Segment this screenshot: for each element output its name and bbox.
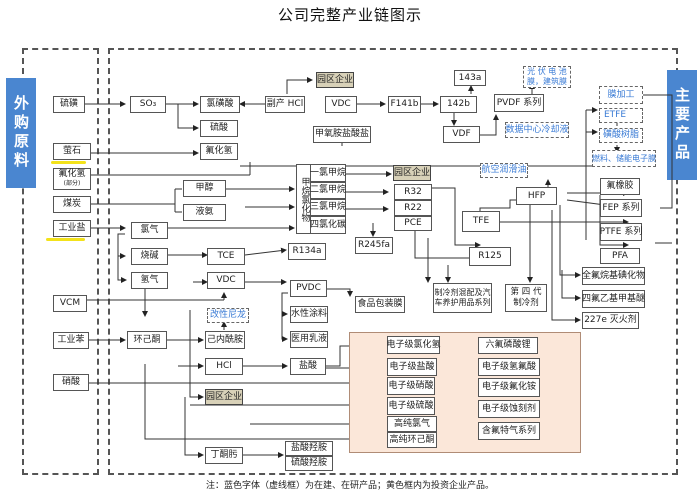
electronic-hydrofluoric-acid: 电子级氢氟酸 [478,358,540,376]
product-227e-fire-extinguishant: 227e 灭火剂 [582,312,639,329]
raw-hydrogen-fluoride-label: 氟化氢 [58,169,86,179]
node-byproduct-hcl: 副产 HCl [265,96,305,113]
lithium-hexafluorophosphate: 六氟磷酸锂 [478,337,538,354]
node-f141b: F141b [388,96,421,113]
diagram-title: 公司完整产业链图示 [277,6,422,24]
node-r134a: R134a [288,243,326,260]
node-liquid-ammonia: 液氨 [183,204,226,221]
electronic-hydrogen-chloride: 电子级氯化氢 [387,336,441,354]
node-tce: TCE [207,248,245,265]
node-park-enterprise-2: 园区企业 [393,165,431,181]
electronic-sulfuric-acid: 电子级硫酸 [387,397,435,415]
product-perfluoroalkyl-iodide: 全氟烷基碘化物 [582,267,645,285]
methane-chloride-label: 甲烷氯化物 [299,176,310,222]
raw-materials-frame [22,48,99,475]
node-vdc-top: VDC [325,96,357,113]
highlight-fluorite [51,161,86,164]
raw-fluorite: 萤石 [53,143,91,160]
node-hydrogen-fluoride: 氟化氢 [200,143,238,160]
node-dichloromethane: 二氯甲烷 [310,182,346,199]
highlight-industrial-salt [46,238,85,241]
raw-industrial-salt: 工业盐 [53,220,91,237]
node-hydrochloric-acid: 盐酸 [290,358,326,375]
high-purity-cyclohexanone: 高纯环己酮 [387,432,437,448]
node-pvdc: PVDC [290,280,327,297]
product-tetrafluoroethyl-methyl-ether: 四氟乙基甲基醚 [582,290,645,308]
node-hcl: HCl [205,358,243,375]
node-chlorosulfonic-acid: 氯磺酸 [200,96,240,113]
node-trichloromethane: 三氯甲烷 [310,199,346,216]
product-sulfonic-resin-planned: 磺酸树脂 [599,128,643,143]
node-aviation-lubricant-planned: 航空润滑油 [480,163,528,178]
node-monochloromethane: 一氯甲烷 [310,164,346,182]
node-143a: 143a [454,70,486,86]
node-r22: R22 [394,200,432,216]
node-sulfuric-acid: 硫酸 [200,120,238,137]
raw-vcm: VCM [53,295,87,312]
node-caustic-soda: 烧碱 [131,248,168,265]
high-purity-chlorine: 高纯氯气 [387,416,437,432]
node-fourth-gen-refrigerant: 第 四 代 制冷剂 [505,284,547,312]
electronic-etchant: 电子级蚀刻剂 [478,400,540,418]
node-park-enterprise-3: 园区企业 [205,389,243,405]
raw-coal: 煤炭 [53,196,91,213]
node-refrigerant-blend-series: 制冷剂混配及汽车养护用品系列 [433,283,492,313]
node-hydrogen-gas: 氢气 [131,272,168,289]
node-waterborne-paint: 水性涂料 [290,306,328,323]
node-vdf: VDF [443,126,480,143]
node-methanol: 甲醇 [183,180,226,197]
node-cyclohexanone: 环己酮 [127,331,167,349]
node-park-enterprise-1: 园区企业 [316,72,354,88]
fluorine-specialty-gas-series: 含氟特气系列 [478,422,540,440]
legend-note: 注：蓝色字体（虚线框）为在建、在研产品；黄色框内为投资企业产品。 [205,481,494,491]
node-tfe: TFE [462,211,500,232]
node-hydroxylamine-sulfate: 硫酸羟胺 [285,456,333,471]
node-r245fa: R245fa [355,237,393,254]
node-caprolactam: 己内酰胺 [205,331,245,349]
node-medical-latex: 医用乳液 [290,331,328,348]
raw-nitric-acid: 硝酸 [53,374,89,391]
node-vdc-mid: VDC [207,272,245,289]
node-pce: PCE [394,216,432,231]
node-so3: SO₃ [130,96,166,113]
production-frame [108,48,678,475]
raw-hydrogen-fluoride: 氟化氢 (部分) [53,168,91,190]
electronic-chemicals-panel [349,332,581,453]
side-label-purchased-materials: 外购原料 [6,78,36,188]
node-pvdf-series: PVDF 系列 [494,94,544,112]
node-methoxyamine-hcl: 甲氧胺盐酸盐 [313,126,371,143]
node-hfp: HFP [516,187,557,205]
node-butanone-oxime: 丁酮肟 [205,447,243,464]
raw-sulfur: 硫磺 [53,96,85,113]
node-modified-nylon-planned: 改性尼龙 [207,308,249,323]
product-fluororubber: 氟橡胶 [600,178,640,195]
node-datacenter-coolant-planned: 数据中心冷却液 [505,122,569,138]
raw-industrial-benzene: 工业苯 [53,332,89,349]
node-r125: R125 [469,247,511,266]
node-r32: R32 [394,184,432,200]
node-pv-film-planned: 光 伏 电 池 膜，建筑膜 [523,66,571,88]
product-fep-series: FEP 系列 [600,199,642,217]
product-etfe-planned: ETFE [599,108,643,123]
electronic-nitric-acid: 电子级硝酸 [387,377,435,395]
node-carbon-tetrachloride: 四氯化碳 [310,216,346,234]
node-142b: 142b [440,96,477,113]
product-ptfe-series: PTFE 系列 [600,223,642,241]
raw-hydrogen-fluoride-note: (部分) [63,180,81,187]
product-pfa: PFA [600,248,640,264]
product-fuel-storage-film-planned: 燃料、储能电子膜 [592,150,656,167]
node-chlorine-gas: 氯气 [131,222,168,239]
electronic-hydrochloric-acid: 电子级盐酸 [387,358,437,376]
product-film-processing-planned: 膜加工 [599,86,643,104]
node-hydroxylamine-hcl: 盐酸羟胺 [285,441,333,456]
node-food-packaging-film: 食品包装膜 [355,296,405,313]
electronic-ammonium-fluoride: 电子级氟化铵 [478,378,540,397]
